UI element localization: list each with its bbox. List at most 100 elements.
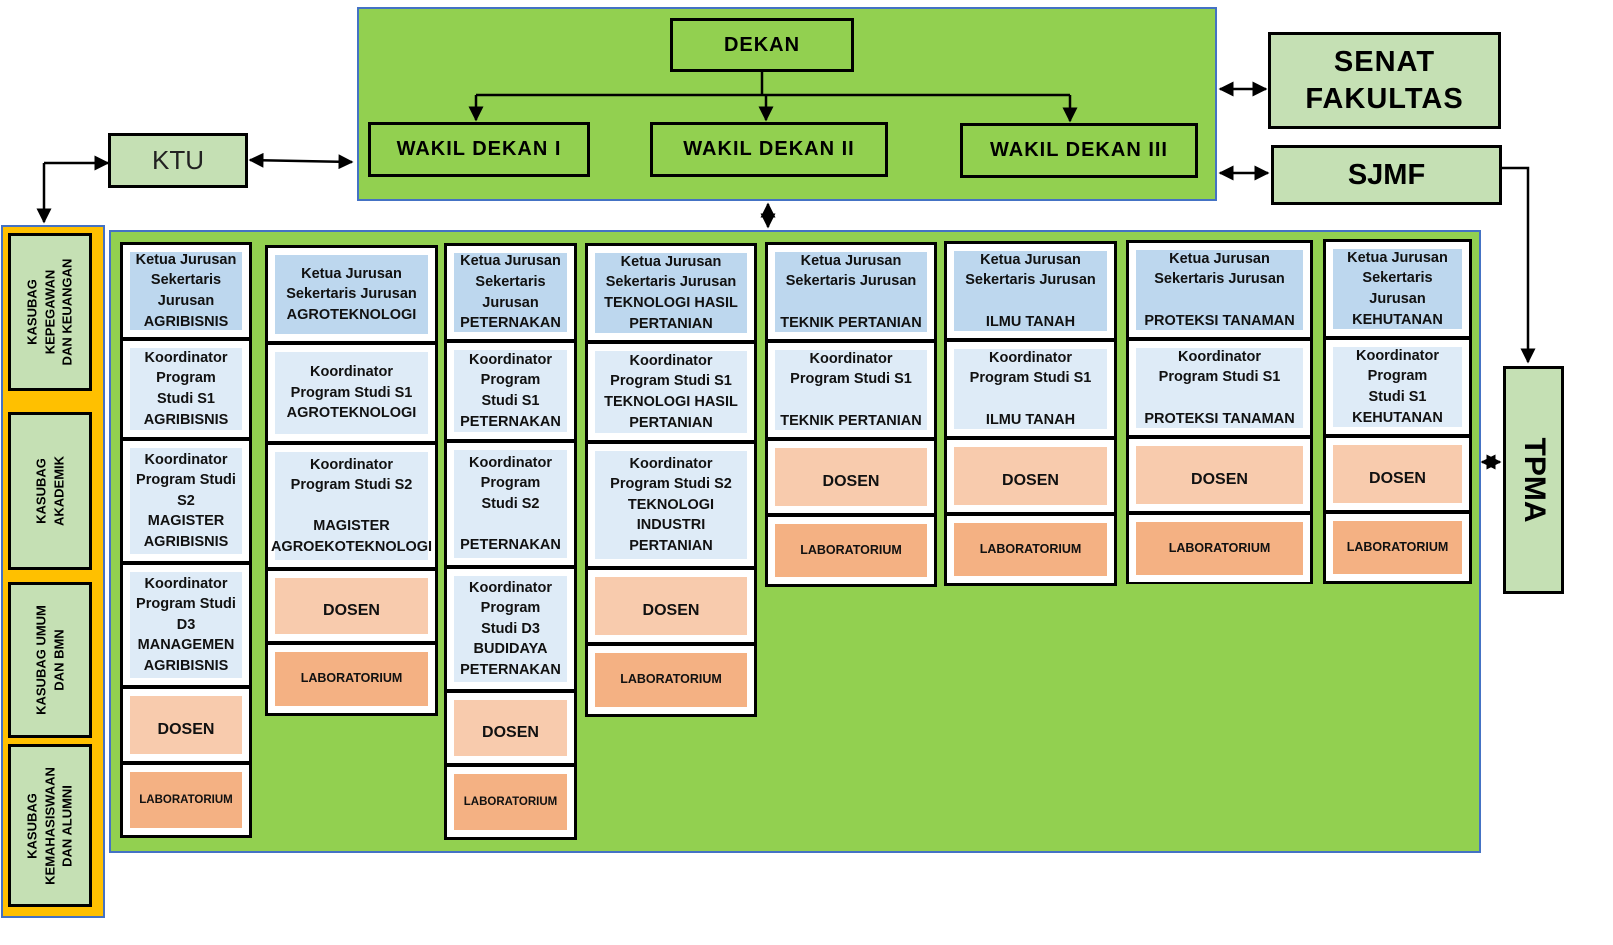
ketua-jurusan-label: Ketua Jurusan Sekertaris Jurusan AGROTEK… [275, 255, 428, 334]
koordinator-box: Koordinator Program Studi S1 AGROTEKNOLO… [266, 343, 437, 443]
senat-fakultas-box: SENAT FAKULTAS [1268, 32, 1501, 129]
wakil-dekan-2-label: WAKIL DEKAN II [683, 138, 855, 160]
dosen-label: DOSEN [1333, 445, 1462, 503]
leadership-panel [357, 7, 1217, 201]
koordinator-label: Koordinator Program Studi S1 PETERNAKAN [454, 350, 567, 432]
dosen-label: DOSEN [454, 700, 567, 756]
department-kehutanan: Ketua Jurusan Sekertaris Jurusan KEHUTAN… [1323, 239, 1472, 584]
koordinator-label: Koordinator Program Studi S2 PETERNAKAN [454, 450, 567, 558]
laboratorium-label: LABORATORIUM [1136, 522, 1303, 575]
department-agribisnis: Ketua Jurusan Sekertaris Jurusan AGRIBIS… [120, 242, 252, 838]
dosen-box: DOSEN [121, 687, 251, 763]
laboratorium-label: LABORATORIUM [454, 774, 567, 830]
koordinator-label: Koordinator Program Studi S1 TEKNOLOGI H… [595, 351, 747, 433]
dosen-box: DOSEN [766, 439, 936, 515]
wakil-dekan-3-box: WAKIL DEKAN III [960, 123, 1198, 178]
koordinator-label: Koordinator Program Studi S1 PROTEKSI TA… [1136, 348, 1303, 428]
dosen-label: DOSEN [1136, 446, 1303, 504]
laboratorium-box: LABORATORIUM [586, 644, 756, 716]
dosen-box: DOSEN [1324, 436, 1471, 512]
ketua-jurusan-label: Ketua Jurusan Sekertaris Jurusan TEKNOLO… [595, 253, 747, 333]
koordinator-label: Koordinator Program Studi S1 AGRIBISNIS [130, 348, 242, 430]
koordinator-box: Koordinator Program Studi S2 PETERNAKAN [445, 441, 576, 567]
laboratorium-box: LABORATORIUM [445, 765, 576, 839]
koordinator-label: Koordinator Program Studi S1 ILMU TANAH [954, 349, 1107, 429]
koordinator-box: Koordinator Program Studi S1 TEKNOLOGI H… [586, 342, 756, 442]
koordinator-box: Koordinator Program Studi S1 PETERNAKAN [445, 341, 576, 441]
wakil-dekan-3-label: WAKIL DEKAN III [990, 139, 1168, 161]
ketua-jurusan-box: Ketua Jurusan Sekertaris Jurusan AGRIBIS… [121, 243, 251, 339]
koordinator-box: Koordinator Program Studi S1 ILMU TANAH [945, 340, 1116, 438]
ketua-jurusan-label: Ketua Jurusan Sekertaris Jurusan ILMU TA… [954, 251, 1107, 331]
laboratorium-box: LABORATORIUM [945, 514, 1116, 585]
laboratorium-label: LABORATORIUM [775, 524, 927, 577]
ketua-jurusan-box: Ketua Jurusan Sekertaris Jurusan PROTEKS… [1127, 241, 1312, 339]
laboratorium-box: LABORATORIUM [1324, 512, 1471, 583]
dosen-label: DOSEN [775, 448, 927, 506]
ktu-box: KTU [108, 133, 248, 188]
department-peternakan: Ketua Jurusan Sekertaris Jurusan PETERNA… [444, 243, 577, 840]
dosen-label: DOSEN [954, 447, 1107, 505]
ketua-jurusan-box: Ketua Jurusan Sekertaris Jurusan TEKNIK … [766, 243, 936, 341]
koordinator-label: Koordinator Program Studi D3 MANAGEMEN A… [130, 572, 242, 678]
dosen-box: DOSEN [266, 569, 437, 643]
sjmf-box: SJMF [1271, 145, 1502, 205]
ketua-jurusan-label: Ketua Jurusan Sekertaris Jurusan PETERNA… [454, 253, 567, 332]
dosen-box: DOSEN [586, 568, 756, 644]
tpma-box: TPMA [1503, 366, 1564, 594]
laboratorium-label: LABORATORIUM [130, 772, 242, 828]
dosen-label: DOSEN [275, 578, 428, 634]
koordinator-box: Koordinator Program Studi D3 MANAGEMEN A… [121, 563, 251, 687]
koordinator-label: Koordinator Program Studi S1 KEHUTANAN [1333, 347, 1462, 427]
ketua-jurusan-label: Ketua Jurusan Sekertaris Jurusan TEKNIK … [775, 252, 927, 332]
department-proteksi-tanaman: Ketua Jurusan Sekertaris Jurusan PROTEKS… [1126, 240, 1313, 584]
ketua-jurusan-box: Ketua Jurusan Sekertaris Jurusan PETERNA… [445, 244, 576, 341]
ktu-label: KTU [152, 145, 204, 175]
ketua-jurusan-label: Ketua Jurusan Sekertaris Jurusan AGRIBIS… [130, 252, 242, 330]
koordinator-label: Koordinator Program Studi S2 TEKNOLOGI I… [595, 451, 747, 559]
koordinator-label: Koordinator Program Studi D3 BUDIDAYA PE… [454, 576, 567, 682]
koordinator-box: Koordinator Program Studi S1 TEKNIK PERT… [766, 341, 936, 439]
laboratorium-label: LABORATORIUM [954, 523, 1107, 576]
department-teknik-pertanian: Ketua Jurusan Sekertaris Jurusan TEKNIK … [765, 242, 937, 587]
laboratorium-label: LABORATORIUM [275, 652, 428, 706]
laboratorium-box: LABORATORIUM [121, 763, 251, 837]
ketua-jurusan-box: Ketua Jurusan Sekertaris Jurusan TEKNOLO… [586, 244, 756, 342]
koordinator-label: Koordinator Program Studi S1 AGROTEKNOLO… [275, 352, 428, 434]
wakil-dekan-1-box: WAKIL DEKAN I [368, 122, 590, 177]
koordinator-label: Koordinator Program Studi S2 MAGISTER AG… [271, 452, 432, 560]
dekan-box: DEKAN [670, 18, 854, 72]
laboratorium-box: LABORATORIUM [766, 515, 936, 586]
sjmf-tpma-arrow [1502, 166, 1536, 364]
wakil-dekan-1-label: WAKIL DEKAN I [396, 138, 562, 160]
koordinator-box: Koordinator Program Studi S2 TEKNOLOGI I… [586, 442, 756, 568]
dosen-box: DOSEN [1127, 437, 1312, 513]
dosen-box: DOSEN [945, 438, 1116, 514]
ketua-jurusan-label: Ketua Jurusan Sekertaris Jurusan KEHUTAN… [1333, 249, 1462, 329]
laboratorium-label: LABORATORIUM [595, 653, 747, 707]
koordinator-label: Koordinator Program Studi S2 MAGISTER AG… [130, 448, 242, 554]
koordinator-box: Koordinator Program Studi S1 PROTEKSI TA… [1127, 339, 1312, 437]
dosen-label: DOSEN [595, 577, 747, 635]
wakil-dekan-2-box: WAKIL DEKAN II [650, 122, 888, 177]
dekan-label: DEKAN [723, 33, 801, 56]
koordinator-box: Koordinator Program Studi D3 BUDIDAYA PE… [445, 567, 576, 691]
laboratorium-box: LABORATORIUM [1127, 513, 1312, 584]
dosen-box: DOSEN [445, 691, 576, 765]
koordinator-box: Koordinator Program Studi S1 AGRIBISNIS [121, 339, 251, 439]
ketua-jurusan-label: Ketua Jurusan Sekertaris Jurusan PROTEKS… [1136, 250, 1303, 330]
department-teknologi-hasil-pertanian: Ketua Jurusan Sekertaris Jurusan TEKNOLO… [585, 243, 757, 717]
department-ilmu-tanah: Ketua Jurusan Sekertaris Jurusan ILMU TA… [944, 241, 1117, 586]
ketua-jurusan-box: Ketua Jurusan Sekertaris Jurusan ILMU TA… [945, 242, 1116, 340]
dosen-label: DOSEN [130, 696, 242, 754]
koordinator-box: Koordinator Program Studi S2 MAGISTER AG… [121, 439, 251, 563]
senat-label: SENAT [1333, 46, 1436, 79]
department-agroteknologi: Ketua Jurusan Sekertaris Jurusan AGROTEK… [265, 245, 438, 716]
ketua-jurusan-box: Ketua Jurusan Sekertaris Jurusan KEHUTAN… [1324, 240, 1471, 338]
ktu-leadership-arrow [248, 152, 354, 170]
